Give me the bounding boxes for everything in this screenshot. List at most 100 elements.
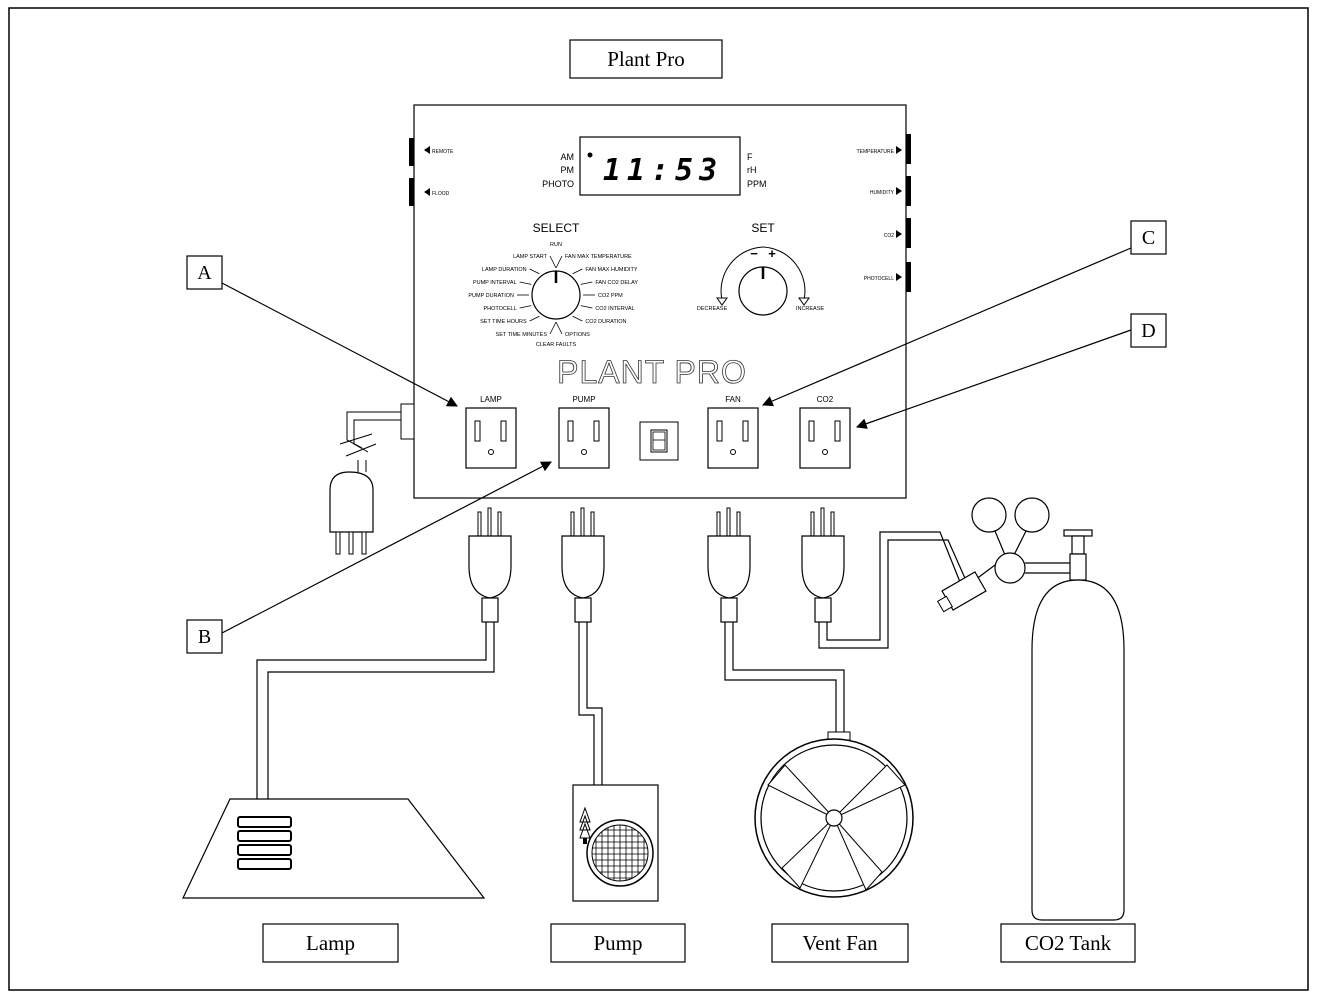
select-title: SELECT xyxy=(533,221,580,235)
vent-fan-device xyxy=(754,731,914,898)
device-label-box xyxy=(262,923,399,963)
co2-hose xyxy=(818,531,969,649)
display-time: 11:53 xyxy=(603,153,723,188)
outlets: LAMP PUMP FAN CO2 xyxy=(465,395,851,469)
center-switch[interactable] xyxy=(639,421,679,461)
callout-letter: D xyxy=(1141,320,1155,342)
outlet-slot xyxy=(834,420,841,442)
callout-arrow xyxy=(855,329,1132,429)
outlet-ground xyxy=(488,449,494,455)
select-option-left: LAMP DURATION xyxy=(482,267,527,273)
outlet-slot xyxy=(742,420,749,442)
lamp-device xyxy=(182,798,486,899)
select-tick xyxy=(529,268,540,275)
photocell-port: PHOTOCELL xyxy=(864,262,911,292)
brand-logo: PLANT PRO xyxy=(557,354,747,390)
display-label-pm: PM xyxy=(561,165,575,175)
set-dial-group: SET − + DECREASE INCREASE xyxy=(697,221,824,316)
select-tick xyxy=(580,281,593,285)
outlet-ground xyxy=(822,449,828,455)
fan-plug xyxy=(707,507,751,623)
select-run-label: RUN xyxy=(550,242,562,248)
select-tick xyxy=(549,321,557,335)
outlet-label: PUMP xyxy=(572,395,595,404)
title-box: Plant Pro xyxy=(569,39,723,79)
callout-box xyxy=(186,255,223,290)
fan-cable xyxy=(724,622,845,732)
select-tick xyxy=(519,281,532,285)
outlet-lamp: LAMP xyxy=(465,395,517,469)
select-option-left: PUMP INTERVAL xyxy=(473,280,517,286)
decrease-arc xyxy=(720,246,764,301)
outlet-face xyxy=(707,407,759,469)
device-label-lamp: Lamp xyxy=(262,923,399,963)
select-option-right: CO2 DURATION xyxy=(585,319,626,325)
callout-box xyxy=(1130,220,1167,255)
device-label-box xyxy=(771,923,909,963)
callout-letter: C xyxy=(1142,227,1155,249)
display-label-ppm: PPM xyxy=(747,179,767,189)
callout-d: D xyxy=(855,313,1167,429)
page-title: Plant Pro xyxy=(607,47,685,71)
outlet-label: FAN xyxy=(725,395,741,404)
outlet-slot xyxy=(593,420,600,442)
outlet-face xyxy=(465,407,517,469)
select-option-right: OPTIONS xyxy=(565,332,590,338)
select-option-left: SET TIME MINUTES xyxy=(496,332,548,338)
device-label-text: CO2 Tank xyxy=(1025,931,1112,955)
device-label-box xyxy=(1000,923,1136,963)
increase-arc xyxy=(762,246,806,301)
co2-regulator xyxy=(936,497,1075,613)
display-label-f: F xyxy=(747,152,753,162)
device-label-text: Lamp xyxy=(306,931,355,955)
co2-tank xyxy=(1031,529,1125,921)
select-option-right: CO2 INTERVAL xyxy=(595,306,634,312)
set-decrease-label: DECREASE xyxy=(697,306,728,312)
side-port-label: CO2 xyxy=(884,233,895,239)
pump-device xyxy=(572,784,659,902)
select-tick xyxy=(555,255,563,269)
device-plugs xyxy=(468,507,845,623)
co2-plug xyxy=(801,507,845,623)
select-tick xyxy=(580,305,593,309)
device-label-co2-tank: CO2 Tank xyxy=(1000,923,1136,963)
outlet-label: LAMP xyxy=(480,395,502,404)
select-option-left: PUMP DURATION xyxy=(468,293,514,299)
humidity-port: HUMIDITY xyxy=(870,176,911,206)
temperature-port: TEMPERATURE xyxy=(857,134,911,164)
callouts: A B C D xyxy=(186,220,1167,654)
select-option-left: PHOTOCELL xyxy=(483,306,516,312)
callout-arrow xyxy=(221,282,458,407)
outlet-face xyxy=(558,407,610,469)
side-port-label: TEMPERATURE xyxy=(857,149,895,155)
side-port-label: HUMIDITY xyxy=(870,190,895,196)
led-display: 11:53 AM PM PHOTO F rH PPM xyxy=(542,136,767,196)
callout-letter: B xyxy=(198,626,211,648)
device-label-text: Vent Fan xyxy=(802,931,878,955)
callout-a: A xyxy=(186,255,458,407)
device-labels: Lamp Pump Vent Fan CO2 Tank xyxy=(262,923,1136,963)
outlet-ground xyxy=(730,449,736,455)
flood-port: FLOOD xyxy=(409,178,450,206)
select-option-left: LAMP START xyxy=(513,254,548,260)
callout-arrow xyxy=(221,461,552,634)
indicator-dot xyxy=(587,152,593,158)
set-title: SET xyxy=(751,221,775,235)
select-option-right: CO2 PPM xyxy=(598,293,623,299)
co2-port: CO2 xyxy=(884,218,911,248)
main-power-cord xyxy=(329,403,415,555)
lamp-cable xyxy=(256,622,495,800)
device-label-pump: Pump xyxy=(550,923,686,963)
callout-box xyxy=(186,619,223,654)
lamp-plug xyxy=(468,507,512,623)
select-tick xyxy=(529,315,540,322)
outlet-slot xyxy=(474,420,481,442)
outlet-co2: CO2 xyxy=(799,395,851,469)
outlet-slot xyxy=(567,420,574,442)
side-port-label: FLOOD xyxy=(432,191,450,197)
select-tick xyxy=(572,315,583,322)
device-label-box xyxy=(550,923,686,963)
